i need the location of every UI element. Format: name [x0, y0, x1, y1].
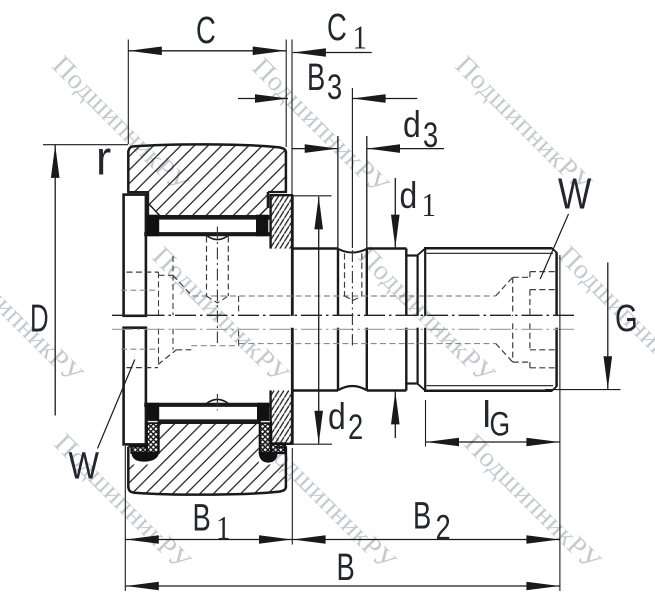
svg-text:B: B [413, 495, 431, 537]
svg-text:2: 2 [348, 408, 363, 447]
svg-text:1: 1 [422, 186, 436, 224]
svg-text:d: d [328, 396, 346, 438]
svg-text:G: G [615, 297, 638, 340]
svg-text:2: 2 [436, 508, 451, 547]
svg-text:W: W [69, 445, 100, 487]
svg-text:B: B [193, 497, 211, 539]
svg-text:r: r [96, 132, 111, 185]
svg-text:B: B [307, 57, 325, 99]
svg-text:C: C [196, 10, 216, 52]
svg-text:3: 3 [327, 68, 342, 107]
svg-text:C: C [327, 7, 347, 49]
svg-text:l: l [483, 393, 491, 435]
svg-text:W: W [558, 170, 592, 219]
svg-text:3: 3 [423, 116, 438, 155]
svg-text:d: d [403, 104, 421, 146]
svg-text:B: B [337, 547, 355, 589]
svg-text:1: 1 [216, 509, 230, 547]
svg-text:d: d [400, 175, 418, 217]
svg-text:1: 1 [353, 18, 367, 56]
svg-text:G: G [490, 405, 511, 443]
svg-text:D: D [30, 296, 49, 339]
